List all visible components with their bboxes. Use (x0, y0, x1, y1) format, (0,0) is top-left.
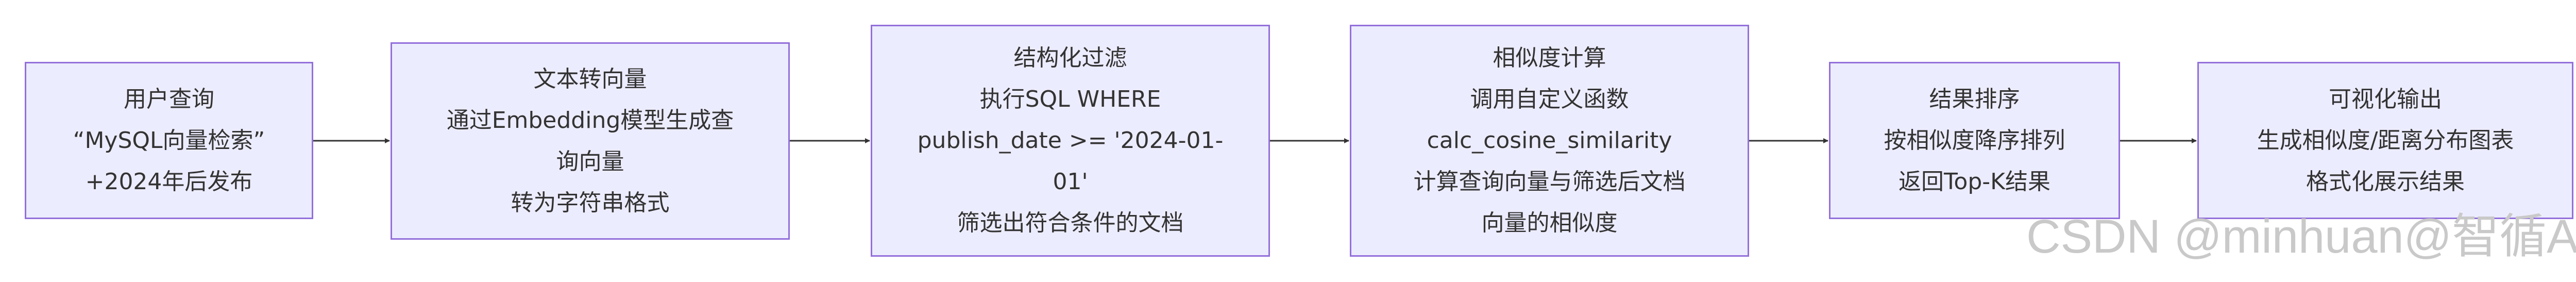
node-vectorize-line: 询向量 (556, 148, 624, 175)
node-vectorize-line: 通过Embedding模型生成查 (446, 107, 734, 134)
node-filter-line: 结构化过滤 (1013, 45, 1127, 71)
node-filter-line: 执行SQL WHERE (979, 86, 1161, 112)
node-sort-line: 返回Top-K结果 (1899, 168, 2050, 195)
node-query-line: 用户查询 (124, 86, 214, 112)
node-output-line: 生成相似度/距离分布图表 (2257, 127, 2514, 154)
node-filter-line: publish_date >= '2024-01- (917, 127, 1224, 154)
node-sort: 结果排序按相似度降序排列返回Top-K结果 (1829, 62, 2120, 219)
node-output-line: 格式化展示结果 (2306, 168, 2465, 195)
node-vectorize: 文本转向量通过Embedding模型生成查询向量转为字符串格式 (391, 42, 790, 240)
node-similarity-line: 调用自定义函数 (1470, 86, 1629, 112)
node-query-line: “MySQL向量检索” (73, 127, 265, 154)
node-query: 用户查询 “MySQL向量检索” +2024年后发布 (25, 62, 313, 219)
node-vectorize-line: 文本转向量 (533, 65, 647, 92)
node-similarity-line: calc_cosine_similarity (1427, 127, 1672, 154)
watermark: CSDN @minhuan@智循AI (2026, 210, 2576, 263)
node-similarity: 相似度计算调用自定义函数 calc_cosine_similarity 计算查询向量… (1350, 25, 1749, 257)
node-output-line: 可视化输出 (2329, 86, 2442, 112)
node-sort-line: 结果排序 (1929, 86, 2020, 112)
node-similarity-line: 向量的相似度 (1481, 210, 1618, 236)
node-output: 可视化输出生成相似度/距离分布图表格式化展示结果 (2197, 62, 2573, 219)
node-sort-line: 按相似度降序排列 (1884, 127, 2065, 154)
node-query-line: +2024年后发布 (85, 168, 253, 195)
node-similarity-line: 相似度计算 (1493, 45, 1606, 71)
node-vectorize-line: 转为字符串格式 (511, 189, 670, 216)
node-filter-line: 筛选出符合条件的文档 (957, 210, 1184, 236)
node-filter: 结构化过滤执行SQL WHERE publish_date >= '2024-01… (871, 25, 1270, 257)
node-filter-line: 01' (1053, 169, 1088, 195)
node-similarity-line: 计算查询向量与筛选后文档 (1413, 169, 1686, 195)
